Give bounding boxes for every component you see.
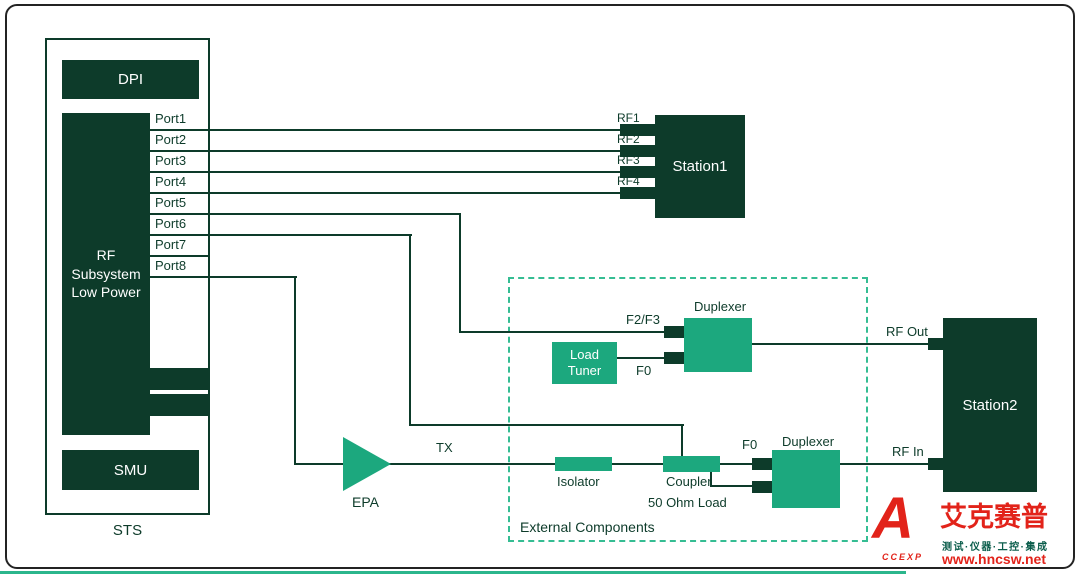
smu-box: SMU (62, 450, 199, 490)
isolator-bar (555, 457, 612, 471)
wire-port2-rf2 (150, 150, 655, 152)
duplexer2-box (772, 450, 840, 508)
dpi-label: DPI (117, 71, 143, 88)
port3-label: Port3 (155, 153, 187, 168)
duplexer1-label: Duplexer (694, 299, 747, 314)
wire-coupler-load-h (710, 485, 753, 487)
wire-coupler-load-v (710, 470, 712, 487)
wire-port8-epa (294, 463, 391, 465)
wire-port5-h1 (150, 213, 461, 215)
wire-port6-coupler (681, 424, 683, 458)
epa-amplifier-triangle (343, 437, 391, 491)
smu-label: SMU (113, 461, 148, 479)
rf-subsystem-box: RF Subsystem Low Power (62, 113, 150, 435)
logo-tagline: 测试·仪器·工控·集成 (942, 542, 1049, 553)
duplexer1-box (684, 318, 752, 372)
station2-label: Station2 (962, 396, 1018, 414)
port8-label: Port8 (155, 258, 187, 273)
station1-stub-rf2 (620, 145, 655, 157)
duplexer2-stub-f0 (752, 458, 772, 470)
station1-stub-rf3 (620, 166, 655, 178)
rf-out-label: RF Out (886, 324, 928, 339)
unused-tab-1 (150, 368, 210, 390)
bottom-divider-line (0, 571, 906, 574)
f2f3-label: F2/F3 (626, 312, 660, 327)
external-components-label: External Components (520, 519, 655, 535)
station2-stub-rf-out (928, 338, 944, 350)
logo-url: www.hncsw.net (942, 551, 1046, 567)
fifty-ohm-load-label: 50 Ohm Load (648, 495, 727, 510)
coupler-bar (663, 456, 720, 472)
duplexer2-label: Duplexer (782, 434, 835, 449)
sts-caption: STS (112, 522, 143, 539)
rf2-label: RF2 (617, 132, 640, 146)
wire-port6-h1 (150, 234, 412, 236)
port2-label: Port2 (155, 132, 187, 147)
wire-rf-in (840, 463, 930, 465)
station1-box: Station1 (655, 115, 745, 218)
duplexer1-stub-f0 (664, 352, 684, 364)
station1-label: Station1 (672, 158, 728, 175)
wire-port5-v (459, 213, 461, 333)
coupler-label: Coupler (666, 474, 712, 489)
isolator-label: Isolator (557, 474, 600, 489)
dpi-box: DPI (62, 60, 199, 99)
watermark-logo: A CCEXP 艾克赛普 测试·仪器·工控·集成 www.hncsw.net (872, 490, 1072, 572)
rf1-label: RF1 (617, 111, 640, 125)
wire-port6-h2 (409, 424, 684, 426)
station1-stub-rf4 (620, 187, 655, 199)
unused-tab-2 (150, 394, 210, 416)
wire-port7-tab (150, 255, 210, 257)
epa-label: EPA (352, 494, 379, 510)
wire-loadtuner-duplexer1 (617, 357, 666, 359)
port4-label: Port4 (155, 174, 187, 189)
wire-port4-rf4 (150, 192, 655, 194)
f0-top-label: F0 (636, 363, 652, 378)
port1-label: Port1 (155, 111, 187, 126)
wire-port8-v (294, 276, 296, 465)
logo-brand-chinese: 艾克赛普 (940, 502, 1048, 532)
wire-port5-duplexer1 (459, 331, 666, 333)
port7-label: Port7 (155, 237, 187, 252)
outer-border (5, 4, 1075, 569)
station1-stub-rf1 (620, 124, 655, 136)
load-tuner-label: Load Tuner (567, 346, 602, 378)
station2-stub-rf-in (928, 458, 944, 470)
rf-subsystem-label: RF Subsystem Low Power (71, 246, 141, 301)
external-components-frame (508, 277, 868, 542)
station2-box: Station2 (943, 318, 1037, 492)
rf-in-label: RF In (892, 444, 924, 459)
load-tuner-box: Load Tuner (552, 342, 617, 384)
wire-port6-v1 (409, 234, 411, 426)
duplexer2-stub-load (752, 481, 772, 493)
wire-rf-out (752, 343, 930, 345)
duplexer1-stub-f2f3 (664, 326, 684, 338)
port5-label: Port5 (155, 195, 187, 210)
wire-port8-h1 (150, 276, 297, 278)
f0-bottom-label: F0 (742, 437, 758, 452)
rf4-label: RF4 (617, 174, 640, 188)
rf3-label: RF3 (617, 153, 640, 167)
port6-label: Port6 (155, 216, 187, 231)
tx-label: TX (436, 440, 453, 455)
logo-mark-subtext: CCEXP (882, 552, 924, 562)
wire-port3-rf3 (150, 171, 655, 173)
wire-port1-rf1 (150, 129, 655, 131)
logo-mark-letter: A (872, 486, 914, 551)
